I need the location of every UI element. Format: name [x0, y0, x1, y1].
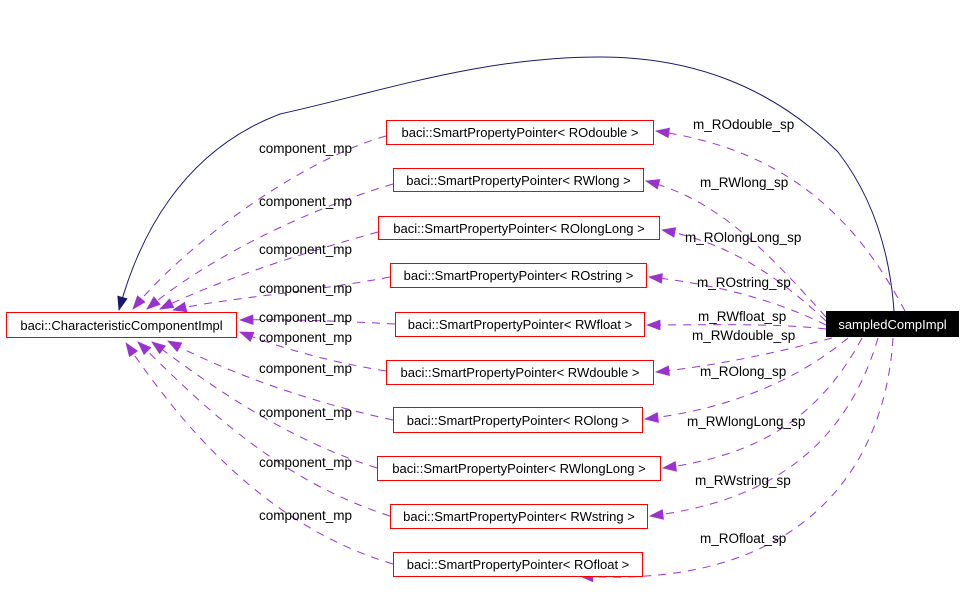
class-node-smart-property-pointer-rofloat[interactable]: baci::SmartPropertyPointer< ROfloat > [393, 552, 643, 577]
edge-component-mp [167, 340, 394, 421]
edge-label-component-mp: component_mp [259, 242, 353, 257]
class-node-smart-property-pointer-rostring[interactable]: baci::SmartPropertyPointer< ROstring > [390, 263, 647, 288]
edge-m-rwstring-sp [648, 337, 879, 520]
class-node-smart-property-pointer-rwlonglong[interactable]: baci::SmartPropertyPointer< RWlongLong > [377, 456, 661, 481]
edge-m-rofloat-sp [578, 337, 894, 583]
edge-label-component-mp: component_mp [259, 508, 353, 523]
class-node-smart-property-pointer-rwlong[interactable]: baci::SmartPropertyPointer< RWlong > [393, 168, 644, 192]
edge-label-component-mp: component_mp [259, 330, 353, 345]
class-node-smart-property-pointer-rwdouble[interactable]: baci::SmartPropertyPointer< RWdouble > [386, 360, 654, 385]
edge-component-mp [146, 183, 394, 310]
edge-label-component-mp: component_mp [259, 194, 353, 209]
edge-label-component-mp: component_mp [259, 455, 353, 470]
edge-m-rostring-sp [647, 273, 827, 326]
edge-label-m-rofloat-sp: m_ROfloat_sp [700, 531, 787, 546]
class-node-smart-property-pointer-rodouble[interactable]: baci::SmartPropertyPointer< ROdouble > [386, 120, 654, 145]
class-node-smart-property-pointer-rwstring[interactable]: baci::SmartPropertyPointer< RWstring > [390, 504, 648, 529]
edge-label-component-mp: component_mp [259, 405, 353, 420]
edge-component-mp [151, 341, 378, 469]
edge-m-rwlonglong-sp [661, 337, 863, 472]
edge-label-component-mp: component_mp [259, 310, 353, 325]
edge-m-rodouble-sp [654, 127, 906, 312]
edge-label-component-mp: component_mp [259, 281, 353, 296]
edge-m-rwfloat-sp [645, 319, 827, 331]
edge-m-rolonglong-sp [660, 227, 827, 322]
edge-label-m-rodouble-sp: m_ROdouble_sp [693, 117, 795, 132]
edge-label-m-rwlonglong-sp: m_RWlongLong_sp [687, 414, 806, 429]
edge-component-mp [125, 342, 394, 565]
edge-label-component-mp: component_mp [259, 361, 353, 376]
edge-m-rolong-sp [643, 337, 849, 423]
edge-label-m-rolonglong-sp: m_ROlongLong_sp [685, 230, 802, 245]
inheritance-edge [117, 56, 895, 312]
edge-label-m-rwfloat-sp: m_RWfloat_sp [698, 309, 787, 324]
edge-label-m-rwlong-sp: m_RWlong_sp [700, 175, 789, 190]
edge-label-component-mp: component_mp [259, 141, 353, 156]
edge-component-mp [239, 331, 387, 372]
edge-label-m-rwdouble-sp: m_RWdouble_sp [692, 328, 796, 343]
class-node-smart-property-pointer-rolong[interactable]: baci::SmartPropertyPointer< ROlong > [393, 407, 643, 433]
class-node-sampled-comp-impl[interactable]: sampledCompImpl [826, 311, 959, 337]
edge-component-mp [171, 276, 391, 313]
edge-m-rwlong-sp [644, 179, 827, 318]
edge-label-m-rostring-sp: m_ROstring_sp [697, 275, 791, 290]
class-node-characteristic-component-impl[interactable]: baci::CharacteristicComponentImpl [6, 312, 237, 338]
edge-component-mp [238, 314, 396, 326]
edge-m-rwdouble-sp [654, 337, 833, 376]
edge-label-m-rwstring-sp: m_RWstring_sp [695, 473, 791, 488]
edge-component-mp [159, 231, 379, 310]
edge-component-mp [137, 341, 391, 517]
edge-component-mp [132, 135, 387, 310]
class-node-smart-property-pointer-rwfloat[interactable]: baci::SmartPropertyPointer< RWfloat > [395, 312, 645, 337]
class-node-smart-property-pointer-rolonglong[interactable]: baci::SmartPropertyPointer< ROlongLong > [378, 216, 660, 240]
edge-label-m-rolong-sp: m_ROlong_sp [700, 364, 787, 379]
